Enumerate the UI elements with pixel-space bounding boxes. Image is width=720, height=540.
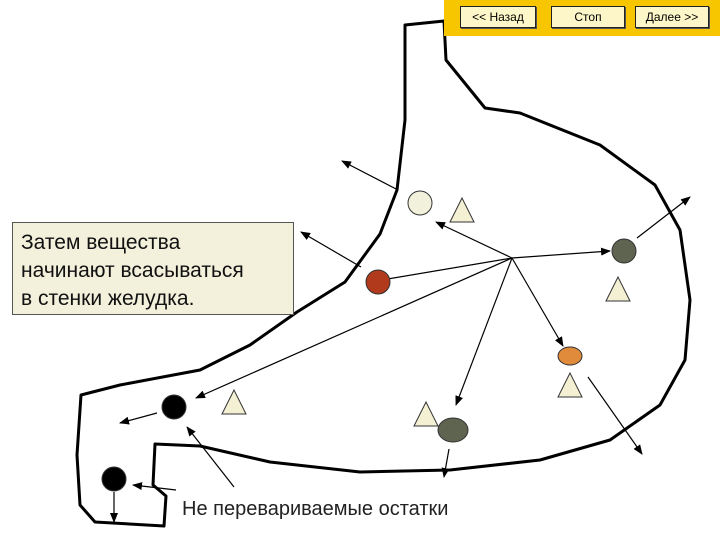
residue-particle-upper xyxy=(161,394,187,420)
hub-arrow-to-olive-bottom xyxy=(455,257,513,406)
residue-label: Не перевариваемые остатки xyxy=(182,498,449,520)
hub-arrow-to-orange xyxy=(511,257,564,347)
particle-olive-right xyxy=(611,238,637,264)
caption-line-3: в стенки желудка. xyxy=(21,287,195,310)
stop-button[interactable]: Стоп xyxy=(551,6,625,28)
enzyme-triangles xyxy=(221,196,631,427)
exit-arrow-residue-upper xyxy=(119,412,158,425)
caption-line-2: начинают всасываться xyxy=(21,259,244,282)
hub-arrow-to-residue-upper xyxy=(195,257,513,399)
residue-particle-lower xyxy=(101,466,127,492)
pointer-arrow-upper xyxy=(186,426,235,488)
particle-pale xyxy=(407,190,433,216)
stomach-outline xyxy=(75,19,692,528)
particle-red xyxy=(365,269,391,295)
enzyme-triangle-2 xyxy=(605,275,631,302)
caption-line-1: Затем вещества xyxy=(21,231,181,254)
enzyme-triangle-5 xyxy=(221,388,247,415)
enzyme-triangle-1 xyxy=(449,196,475,223)
particle-olive-bottom xyxy=(437,417,469,443)
enzyme-triangle-4 xyxy=(413,400,439,427)
back-button[interactable]: << Назад xyxy=(460,6,536,28)
caption-box: Затем вещества начинают всасываться в ст… xyxy=(12,222,294,315)
hub-arrow-to-pale xyxy=(435,221,513,259)
navigation-bar: << Назад Стоп Далее >> xyxy=(444,0,720,36)
exit-arrow-olive-bottom xyxy=(441,448,450,478)
next-button[interactable]: Далее >> xyxy=(635,6,709,28)
hub-arrow-to-olive-right xyxy=(511,247,611,259)
exit-arrow-olive-right xyxy=(636,196,691,239)
exit-arrow-red xyxy=(300,231,362,268)
hub-arrow-to-red xyxy=(369,257,513,285)
pointer-arrow-lower xyxy=(132,482,177,491)
exit-arrow-pale xyxy=(341,160,399,191)
absorption-arrows xyxy=(110,160,691,523)
particles xyxy=(101,190,637,492)
exit-arrow-orange xyxy=(587,376,643,455)
particle-orange xyxy=(557,346,583,366)
enzyme-triangle-3 xyxy=(557,371,583,398)
